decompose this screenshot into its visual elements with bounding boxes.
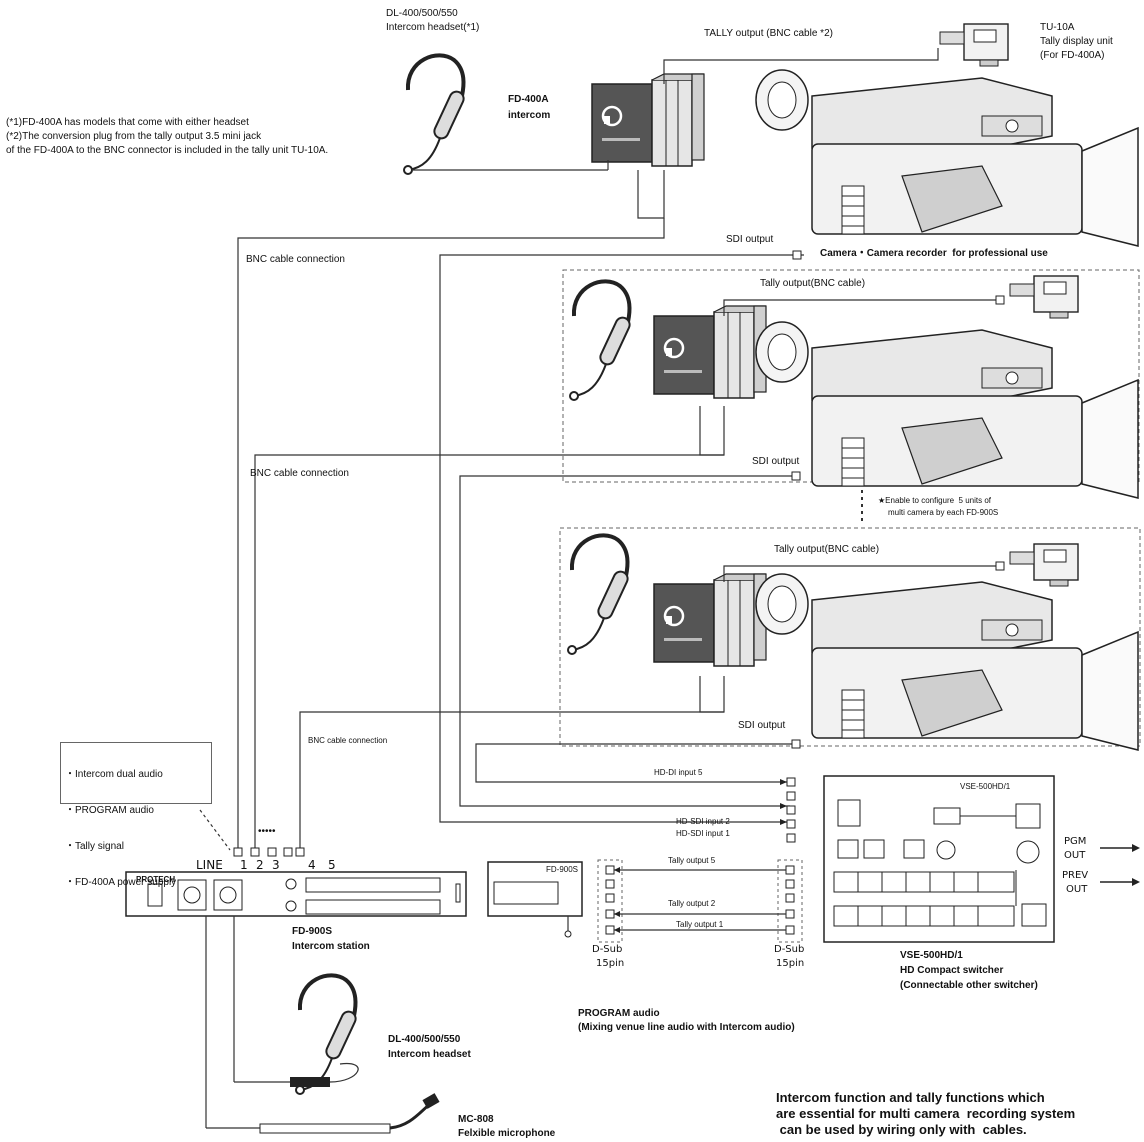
hd-input-5: HD-DI input 5: [654, 768, 702, 778]
camera-1-icon: [756, 70, 1138, 246]
tally-unit-line1: Tally display unit: [1040, 36, 1113, 48]
sdi-output-2: SDI output: [752, 456, 799, 468]
switcher-note: (Connectable other switcher): [900, 980, 1038, 992]
feature-2: ・PROGRAM audio: [65, 805, 207, 817]
feature-1: ・Intercom dual audio: [65, 769, 207, 781]
headset-bottom-subtitle: Intercom headset: [388, 1049, 471, 1061]
station-subtitle: Intercom station: [292, 941, 370, 953]
summary-1: Intercom function and tally functions wh…: [776, 1090, 1045, 1105]
microphone-title: MC-808: [458, 1114, 494, 1126]
station-title: FD-900S: [292, 926, 332, 938]
headset-bottom-icon: [296, 975, 358, 1094]
port-5-label: 5: [328, 858, 336, 872]
port-4-label: 4: [308, 858, 316, 872]
headset-bottom-title: DL-400/500/550: [388, 1034, 460, 1046]
intercom-top-icon: [592, 74, 704, 166]
headset-3-icon: [568, 535, 630, 654]
headset-2-icon: [570, 281, 632, 400]
tally-output-top-label: TALLY output (BNC cable *2): [704, 28, 833, 40]
tally-output-2b-label: Tally output 2: [668, 899, 715, 909]
note-1: (*1)FD-400A has models that come with ei…: [6, 117, 249, 129]
note-2: (*2)The conversion plug from the tally o…: [6, 131, 261, 143]
camera-3-icon: [756, 574, 1138, 750]
tally-unit-2-icon: [1010, 276, 1078, 318]
bnc-connection-1: BNC cable connection: [246, 254, 345, 266]
switcher-panel-title: VSE-500HD/1: [960, 782, 1010, 792]
hd-input-1: HD-SDI input 1: [676, 829, 730, 839]
prev-out-1: PREV: [1062, 870, 1088, 882]
sdi-output-1: SDI output: [726, 234, 773, 246]
port-2-label: 2: [256, 858, 264, 872]
bnc-connection-2: BNC cable connection: [250, 468, 349, 480]
program-audio-title: PROGRAM audio: [578, 1008, 660, 1020]
station-model-small: FD-900S: [546, 865, 578, 875]
intercom-2-icon: [654, 306, 766, 398]
tally-output-5-label: Tally output 5: [668, 856, 715, 866]
microphone-subtitle: Felxible microphone: [458, 1128, 555, 1140]
intercom-top-subtitle: intercom: [508, 110, 550, 122]
note-3: of the FD-400A to the BNC connector is i…: [6, 145, 328, 157]
sdi-output-3: SDI output: [738, 720, 785, 732]
summary-3: can be used by wiring only with cables.: [776, 1122, 1027, 1137]
program-audio-subtitle: (Mixing venue line audio with Intercom a…: [578, 1022, 795, 1034]
hd-input-2: HD-SDI input 2: [676, 817, 730, 827]
port-dots: •••••: [258, 826, 276, 838]
multi-camera-note-1: ★Enable to configure 5 units of: [878, 496, 991, 506]
dsub-right-2: 15pin: [776, 958, 804, 970]
tally-unit-title: TU-10A: [1040, 22, 1074, 34]
prev-out-2: OUT: [1066, 884, 1087, 896]
tally-unit-line2: (For FD-400A): [1040, 50, 1104, 62]
tally-output-1-label: Tally output 1: [676, 920, 723, 930]
summary-2: are essential for multi camera recording…: [776, 1106, 1075, 1121]
switcher-title: VSE-500HD/1: [900, 950, 963, 962]
intercom-top-title: FD-400A: [508, 94, 549, 106]
port-1-label: 1: [240, 858, 248, 872]
camera-2-icon: [756, 322, 1138, 498]
intercom-3-icon: [654, 574, 766, 666]
headset-top-title: DL-400/500/550: [386, 8, 458, 20]
dsub-left-2: 15pin: [596, 958, 624, 970]
headset-top-subtitle: Intercom headset(*1): [386, 22, 479, 34]
headset-top-icon: [404, 55, 466, 174]
pgm-out-2: OUT: [1064, 850, 1085, 862]
pgm-out-1: PGM: [1064, 836, 1086, 848]
dsub-left-1: D-Sub: [592, 944, 622, 956]
tally-output-3-label: Tally output(BNC cable): [774, 544, 879, 556]
station-features-box: ・Intercom dual audio ・PROGRAM audio ・Tal…: [60, 742, 212, 804]
port-line-label: LINE: [196, 858, 223, 872]
tally-unit-top-icon: [940, 24, 1008, 66]
bnc-connection-3: BNC cable connection: [308, 736, 387, 746]
port-3-label: 3: [272, 858, 280, 872]
dsub-right-1: D-Sub: [774, 944, 804, 956]
feature-3: ・Tally signal: [65, 841, 207, 853]
tally-unit-3-icon: [1010, 544, 1078, 586]
station-brand: PROTECH: [136, 875, 175, 885]
camera-label: Camera・Camera recorder for professional …: [820, 248, 1048, 260]
multi-camera-note-2: multi camera by each FD-900S: [888, 508, 998, 518]
switcher-subtitle: HD Compact switcher: [900, 965, 1003, 977]
tally-output-2-label: Tally output(BNC cable): [760, 278, 865, 290]
